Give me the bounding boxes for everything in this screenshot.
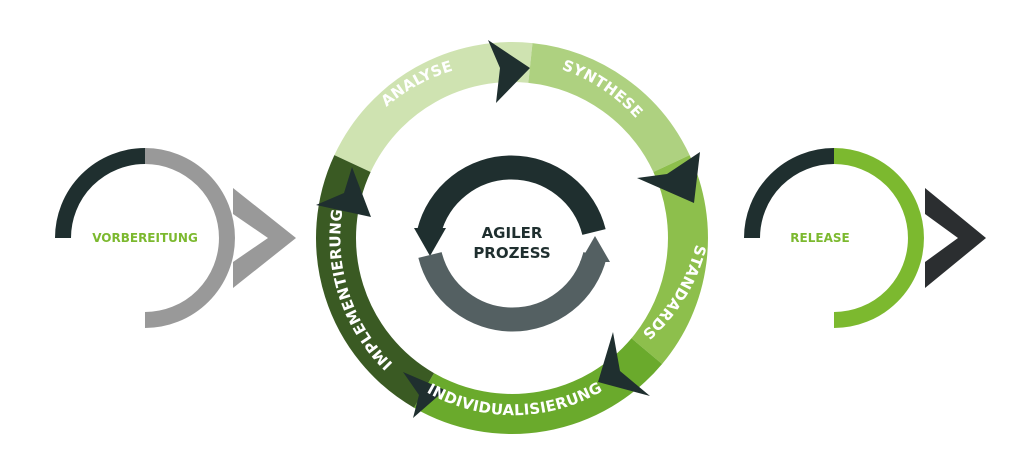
vorbereitung-arc-dark — [55, 148, 146, 239]
ring-segment-synthese — [527, 43, 690, 173]
vorbereitung-arc-gray — [144, 148, 235, 328]
arrowhead-icon — [316, 167, 371, 217]
arrowhead-icon — [488, 40, 530, 103]
arrowhead-icon — [598, 332, 650, 396]
vorbereitung-label: VORBEREITUNG — [92, 231, 198, 245]
vorbereitung-group: VORBEREITUNG — [55, 148, 296, 328]
release-label: RELEASE — [790, 231, 849, 245]
release-chevron-icon — [925, 188, 986, 288]
ring-arrowheads — [316, 40, 700, 418]
cycle-arrow-left-icon — [414, 228, 446, 256]
vorbereitung-chevron-icon — [233, 188, 296, 288]
arrowhead-icon — [637, 152, 700, 203]
release-arc-dark — [744, 148, 835, 239]
center-cycle: AGILER PROZESS — [414, 155, 610, 332]
center-arc-dark — [417, 155, 606, 236]
cycle-arrow-right-icon — [580, 236, 610, 262]
center-label-line1: AGILER — [482, 224, 543, 242]
center-arc-gray — [418, 251, 607, 332]
release-group: RELEASE — [744, 148, 986, 328]
center-label-line2: PROZESS — [473, 244, 550, 262]
arrowhead-icon — [403, 372, 445, 418]
release-arc-green — [833, 148, 924, 328]
